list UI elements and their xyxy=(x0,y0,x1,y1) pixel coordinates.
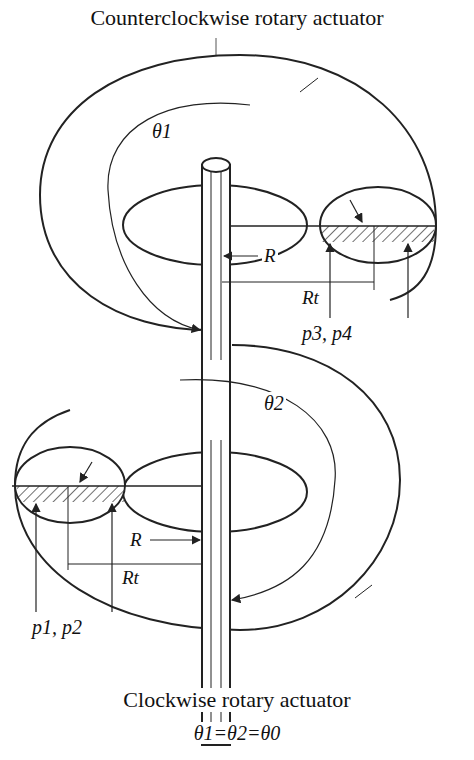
dimension-label: R xyxy=(128,530,144,551)
pressure-label: p3, p4 xyxy=(300,322,354,344)
dimension-label: Rt xyxy=(300,288,321,309)
part-label: Clockwise rotary actuator xyxy=(121,688,352,712)
angle-label: θ2 xyxy=(262,392,286,414)
pressure-label: p1, p2 xyxy=(30,616,84,638)
part-label: Counterclockwise rotary actuator xyxy=(88,6,385,30)
angle-label: θ1 xyxy=(150,120,174,142)
dimension-label: Rt xyxy=(120,568,141,589)
dimension-label: R xyxy=(262,246,278,267)
equation-label: θ1=θ2=θ0 xyxy=(192,722,282,744)
